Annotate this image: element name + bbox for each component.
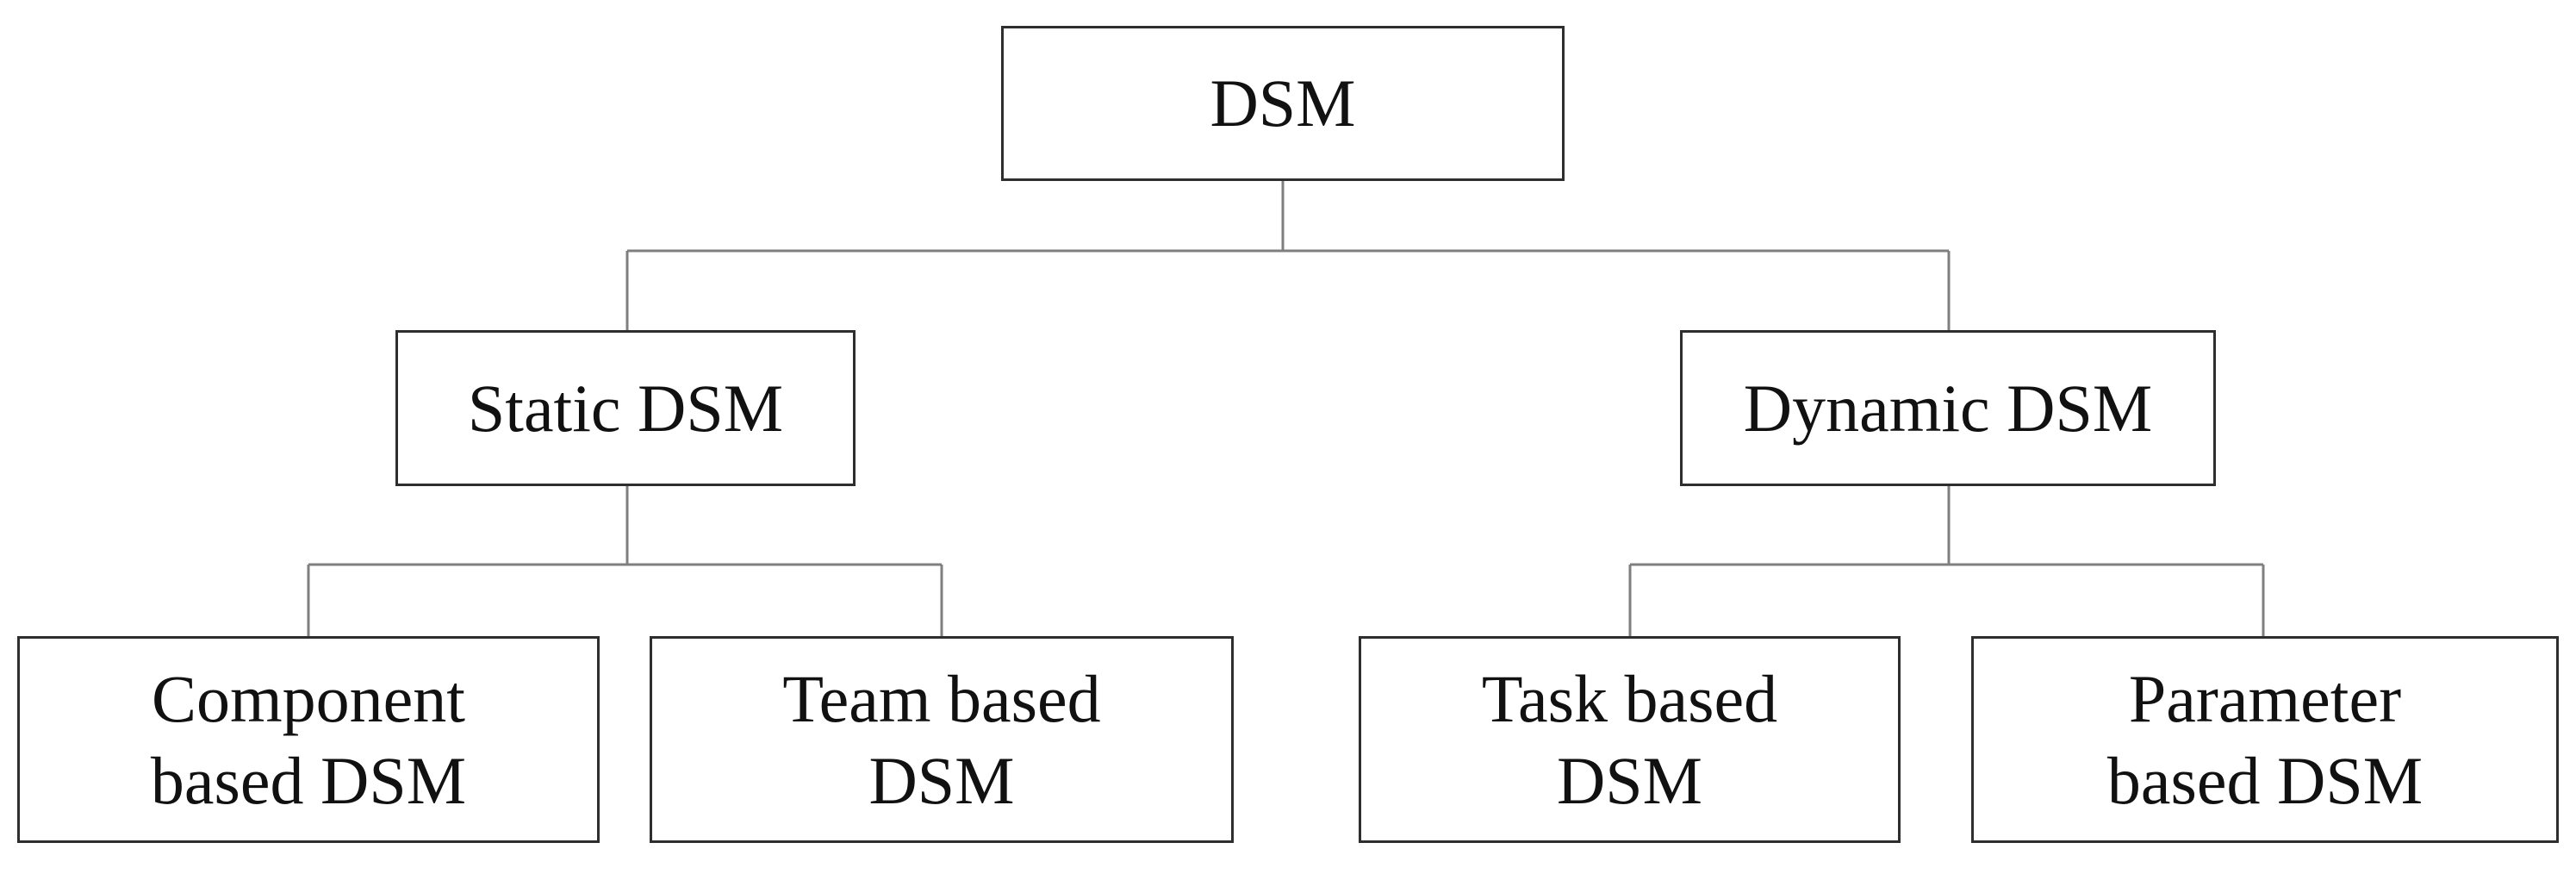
parameter-based-dsm-node: Parameter based DSM xyxy=(1971,636,2559,843)
dynamic-connector xyxy=(1628,486,2265,636)
component-based-dsm-label: Component based DSM xyxy=(150,660,467,818)
component-based-dsm-node: Component based DSM xyxy=(17,636,600,843)
dsm-root-node: DSM xyxy=(1001,26,1565,181)
task-based-dsm-label: Task based DSM xyxy=(1481,660,1778,818)
parameter-based-dsm-label: Parameter based DSM xyxy=(2106,660,2424,818)
team-based-dsm-node: Team based DSM xyxy=(650,636,1234,843)
root-connector xyxy=(625,181,1951,330)
team-based-dsm-label: Team based DSM xyxy=(782,660,1101,818)
dsm-root-label: DSM xyxy=(1210,66,1356,141)
dynamic-dsm-node: Dynamic DSM xyxy=(1680,330,2216,486)
task-based-dsm-node: Task based DSM xyxy=(1359,636,1901,843)
static-dsm-label: Static DSM xyxy=(467,370,784,446)
static-dsm-node: Static DSM xyxy=(395,330,856,486)
dynamic-dsm-label: Dynamic DSM xyxy=(1743,370,2153,446)
static-connector xyxy=(307,486,943,636)
